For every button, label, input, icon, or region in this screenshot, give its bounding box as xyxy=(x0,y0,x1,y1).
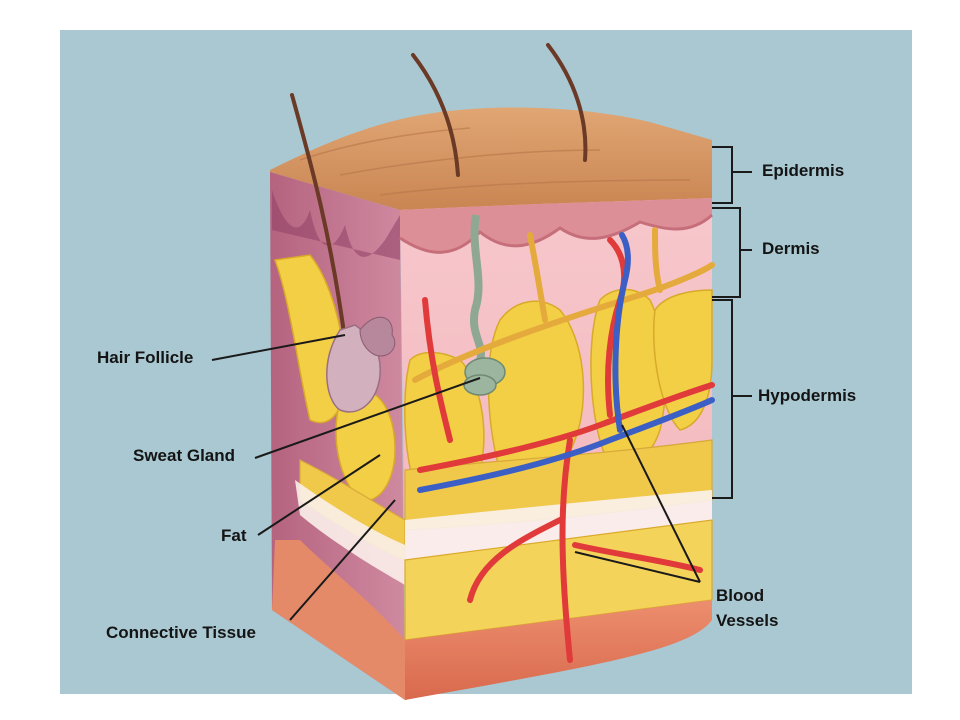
leader-blood-vessels-2 xyxy=(574,551,701,583)
label-hypodermis: Hypodermis xyxy=(758,386,857,405)
sweat-gland-duct xyxy=(469,214,486,362)
leader-connective-tissue xyxy=(289,499,396,621)
sebaceous-gland xyxy=(359,316,396,357)
veins xyxy=(417,232,715,493)
connective-band xyxy=(405,490,712,560)
epidermis-band xyxy=(400,198,712,253)
label-dermis: Dermis xyxy=(762,239,820,258)
leader-hair-follicle xyxy=(211,334,346,361)
epidermis-line xyxy=(399,213,714,254)
layer-brackets xyxy=(712,146,752,499)
connective-band-left xyxy=(295,480,405,585)
label-blood-vessels-line2: Vessels xyxy=(716,611,779,630)
hair-shafts xyxy=(290,43,588,342)
leader-blood-vessels-1 xyxy=(621,424,701,583)
muscle-left xyxy=(272,540,405,700)
leader-sweat-gland xyxy=(254,377,481,459)
arteries xyxy=(417,237,715,663)
label-epidermis: Epidermis xyxy=(762,161,845,180)
leader-lines xyxy=(211,334,701,621)
leader-fat xyxy=(257,454,381,536)
skin-surface xyxy=(270,107,712,210)
label-hair-follicle: Hair Follicle xyxy=(97,348,194,367)
label-connective-tissue: Connective Tissue xyxy=(106,623,256,642)
label-sweat-gland: Sweat Gland xyxy=(133,446,236,465)
left-epidermis-folds xyxy=(272,190,400,260)
muscle-front xyxy=(405,600,712,700)
label-fat: Fat xyxy=(221,526,247,545)
label-blood-vessels-line1: Blood xyxy=(716,586,765,605)
nerves xyxy=(412,227,715,383)
